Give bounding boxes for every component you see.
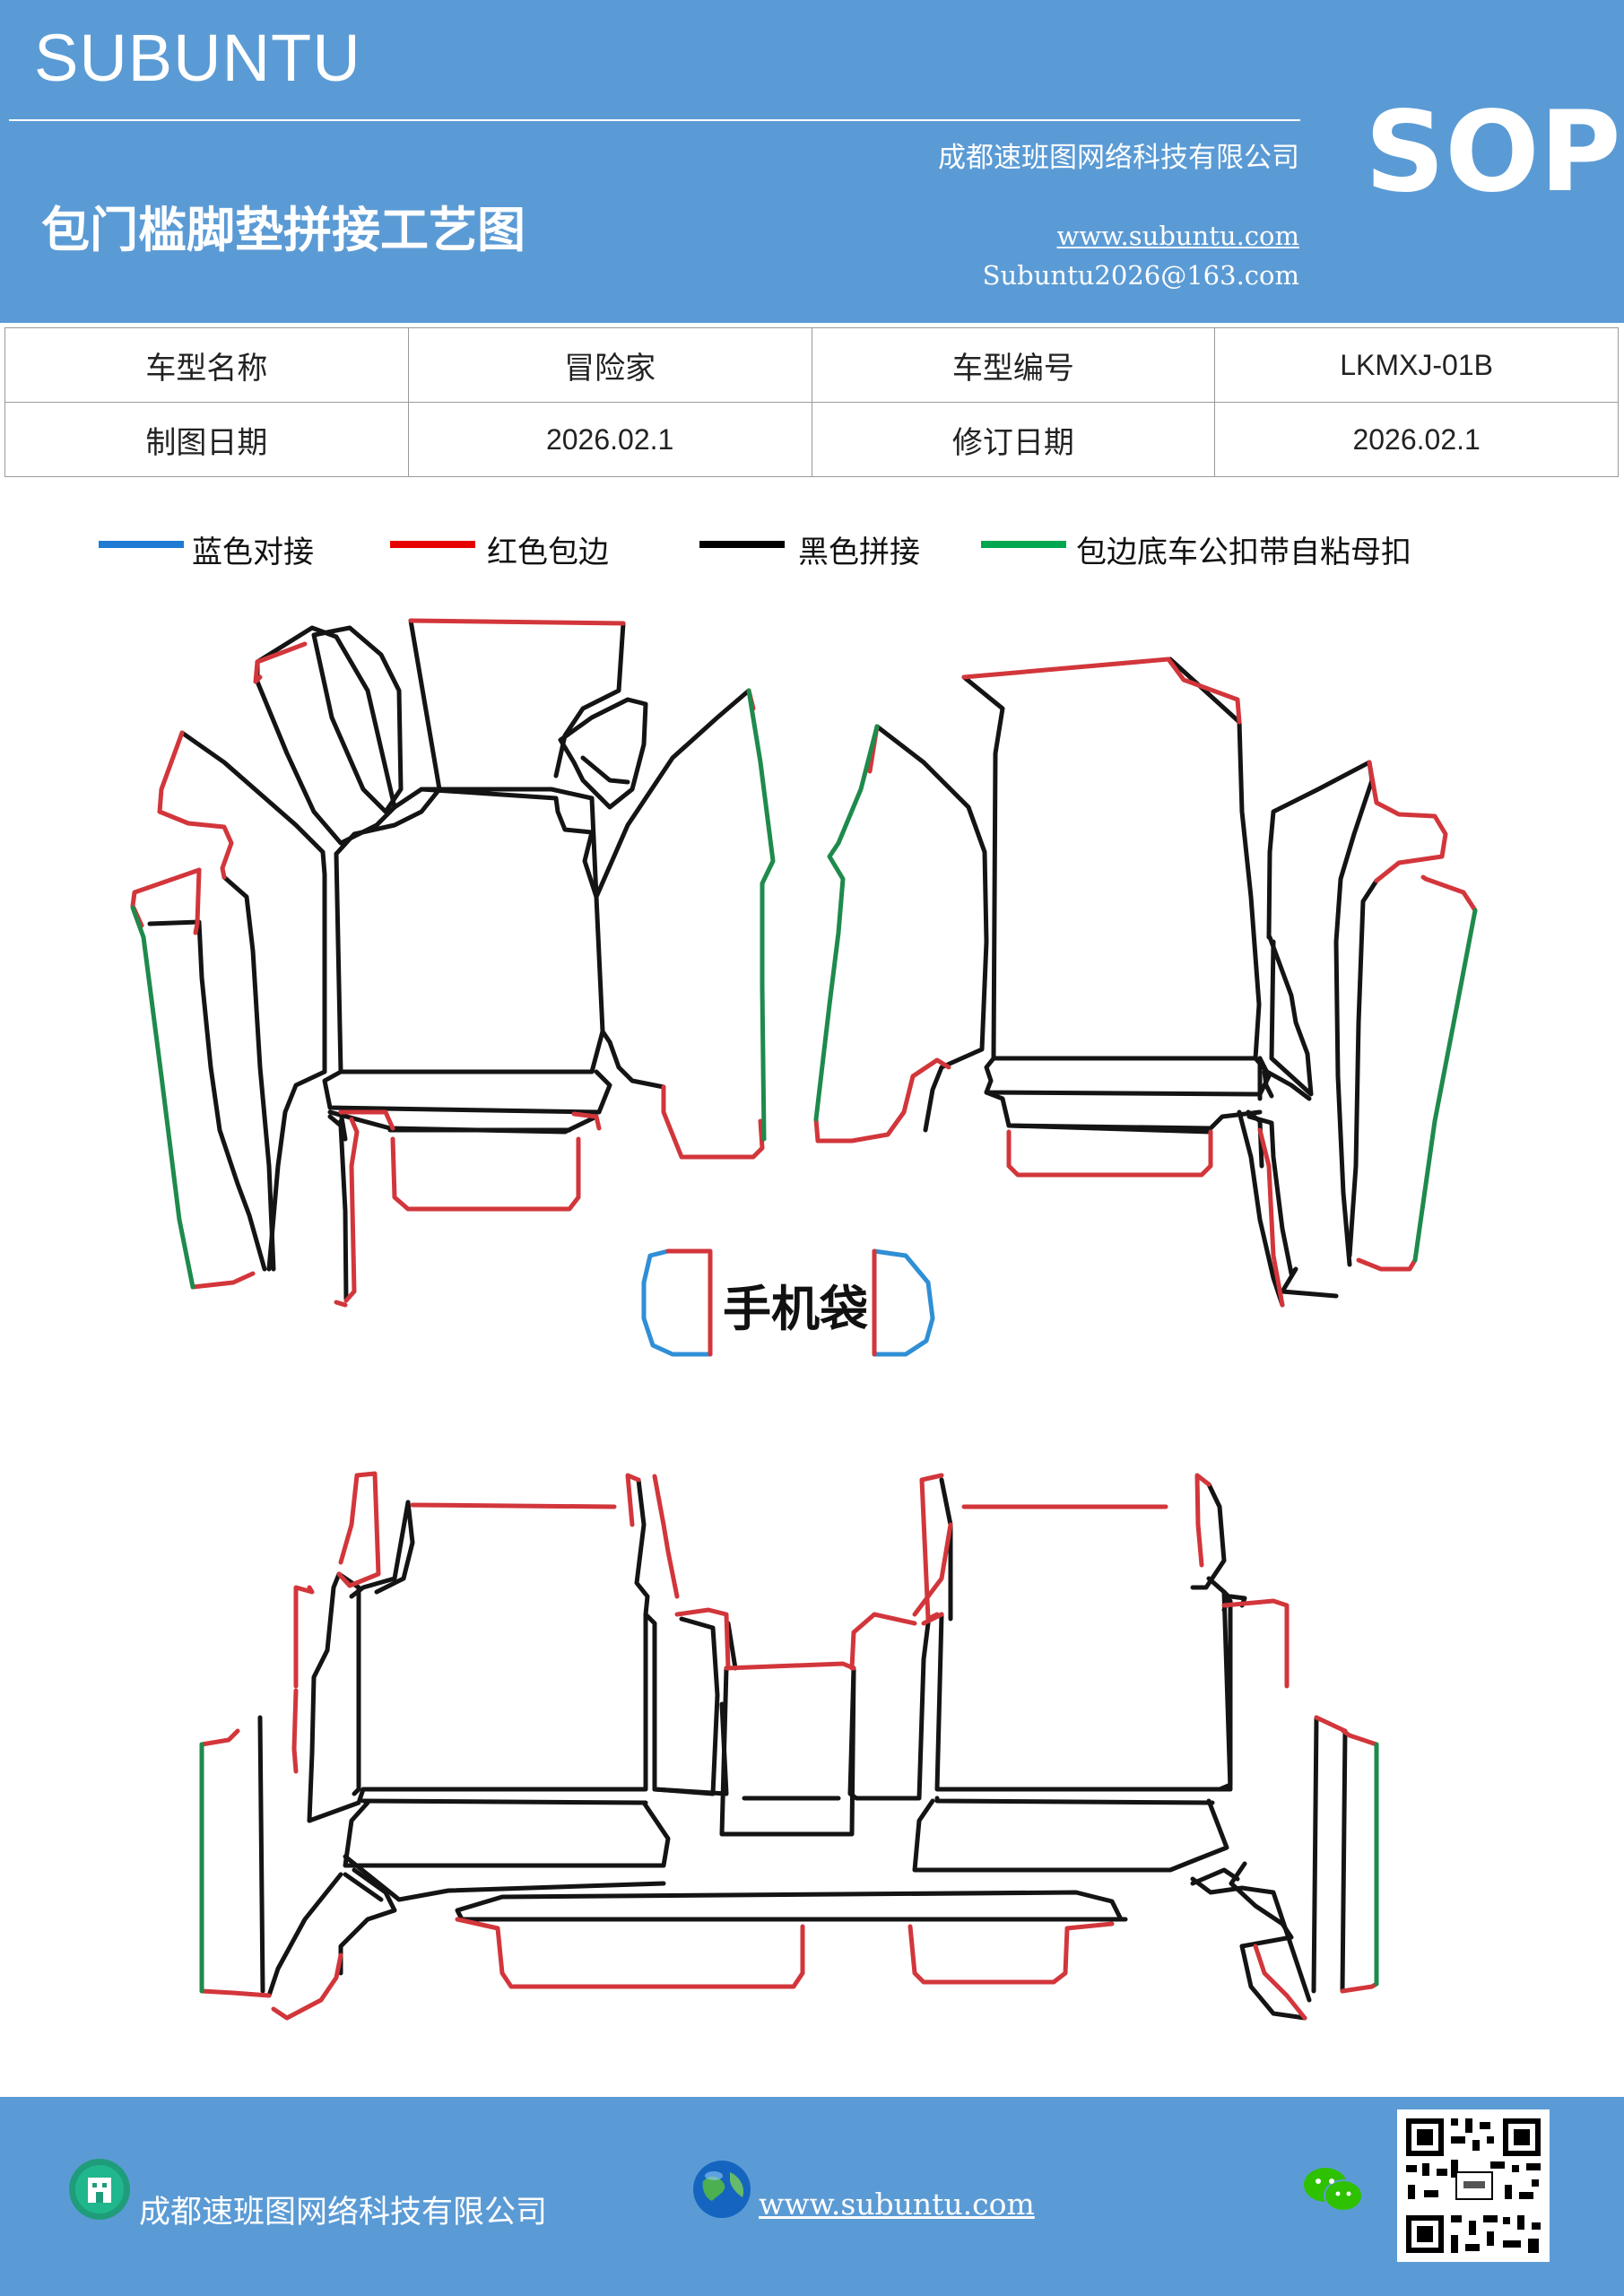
globe-icon bbox=[693, 2161, 751, 2218]
table-cell: 2026.02.1 bbox=[1214, 402, 1619, 477]
blue-docking-edges bbox=[641, 1248, 935, 1357]
table-cell: 车型名称 bbox=[4, 327, 409, 403]
brand-name: SUBUNTU bbox=[34, 21, 361, 95]
legend-item: 红色包边 bbox=[390, 527, 623, 570]
floor-mat-diagram: 手机袋 bbox=[130, 618, 1478, 2021]
company-name: 成都速班图网络科技有限公司 bbox=[938, 142, 1299, 174]
phone-bag-edges bbox=[665, 1248, 877, 1357]
footer-website-link[interactable]: www.subuntu.com bbox=[759, 2187, 1035, 2222]
email-address: Subuntu2026@163.com bbox=[982, 260, 1299, 291]
header: SUBUNTU 成都速班图网络科技有限公司 包门槛脚垫拼接工艺图 www.sub… bbox=[0, 0, 1624, 323]
table-cell: 冒险家 bbox=[407, 327, 812, 403]
black-seams bbox=[147, 618, 1379, 2021]
table-cell: 2026.02.1 bbox=[407, 402, 812, 477]
legend-swatch bbox=[390, 541, 475, 548]
legend-item: 黑色拼接 bbox=[699, 527, 951, 570]
legend-item: 蓝色对接 bbox=[99, 527, 332, 570]
table-row: 车型名称 冒险家 车型编号 LKMXJ-01B bbox=[4, 327, 1619, 403]
table-cell: 车型编号 bbox=[811, 327, 1216, 403]
legend-swatch bbox=[99, 541, 184, 548]
sop-badge: SOP bbox=[1365, 88, 1621, 217]
legend-label: 包边底车公扣带自粘母扣 bbox=[1076, 535, 1411, 570]
wechat-icon[interactable] bbox=[1302, 2163, 1365, 2217]
document-title: 包门槛脚垫拼接工艺图 bbox=[41, 202, 525, 258]
website-link[interactable]: www.subuntu.com bbox=[1056, 221, 1299, 251]
footer-company-name: 成都速班图网络科技有限公司 bbox=[139, 2195, 548, 2231]
building-icon bbox=[69, 2159, 130, 2220]
legend-item: 包边底车公扣带自粘母扣 bbox=[981, 527, 1483, 570]
table-cell: LKMXJ-01B bbox=[1214, 327, 1619, 403]
legend-label: 黑色拼接 bbox=[798, 535, 920, 570]
red-edge-binding bbox=[130, 618, 1478, 2021]
table-row: 制图日期 2026.02.1 修订日期 2026.02.1 bbox=[4, 402, 1619, 477]
header-divider bbox=[9, 119, 1300, 121]
phone-bag-label: 手机袋 bbox=[723, 1281, 868, 1337]
table-cell: 修订日期 bbox=[811, 402, 1216, 477]
qr-code bbox=[1397, 2109, 1550, 2262]
legend-label: 红色包边 bbox=[487, 535, 609, 570]
green-clip-edges bbox=[130, 688, 1478, 1994]
legend-label: 蓝色对接 bbox=[192, 535, 314, 570]
legend-swatch bbox=[981, 541, 1066, 548]
vehicle-info-table: 车型名称 冒险家 车型编号 LKMXJ-01B 制图日期 2026.02.1 修… bbox=[4, 327, 1619, 477]
footer: 成都速班图网络科技有限公司 www.subuntu.com bbox=[0, 2097, 1624, 2296]
table-cell: 制图日期 bbox=[4, 402, 409, 477]
legend-swatch bbox=[699, 541, 785, 548]
